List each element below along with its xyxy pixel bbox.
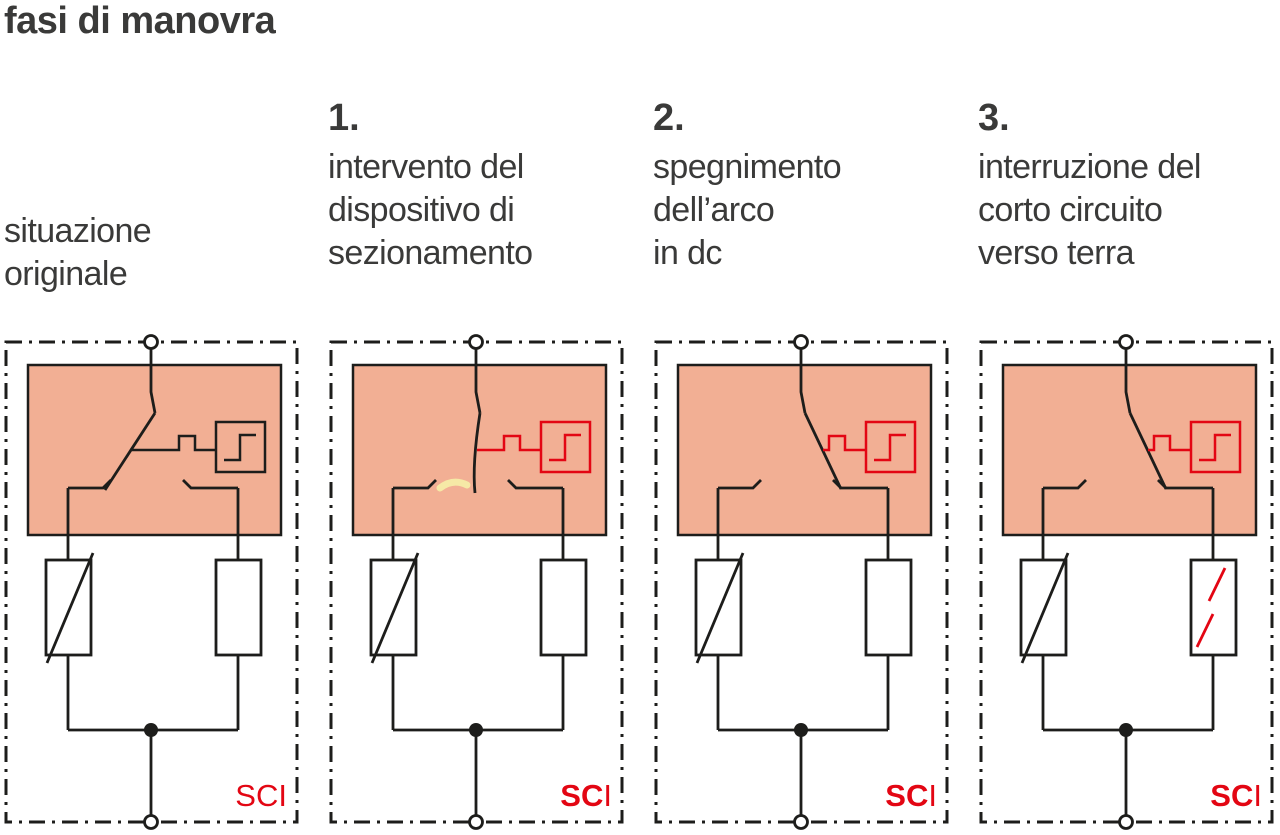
- panel-step-3-short-circuit-interruption: SCI: [978, 332, 1275, 832]
- panel-step-1-disconnector-trip: SCI: [328, 332, 625, 832]
- column-header-step-3: 3. interruzione del corto circuito verso…: [978, 96, 1201, 275]
- column-label: situazione originale: [4, 212, 152, 293]
- panel-original-situation: SCI: [3, 332, 300, 832]
- switch-contacts: [393, 479, 563, 490]
- junction-dot: [1119, 723, 1133, 737]
- disconnector-blade: [472, 412, 482, 494]
- trigger-link: [477, 434, 541, 452]
- trigger-step-symbol: [874, 433, 906, 462]
- sci-label: SCI: [885, 778, 937, 813]
- spark-gap: [1189, 558, 1238, 657]
- trigger-link: [1148, 434, 1191, 452]
- junction-dot: [794, 723, 808, 737]
- sci-label: SCI: [1210, 778, 1262, 813]
- column-number: 3.: [978, 97, 1010, 139]
- sci-label: SCI: [560, 778, 612, 813]
- varistor: [369, 558, 418, 657]
- trigger-step-symbol: [1199, 433, 1231, 462]
- varistor: [694, 558, 743, 657]
- column-number: 2.: [653, 97, 685, 139]
- spark-gap: [864, 558, 913, 657]
- sci-label: SCI: [235, 778, 287, 813]
- junction-dot: [469, 723, 483, 737]
- varistor-diagonal: [695, 552, 745, 664]
- circuit-svg: SCI: [654, 334, 949, 830]
- trigger-device: [864, 420, 917, 474]
- bottom-terminal: [468, 814, 484, 830]
- ground-bus: [718, 728, 888, 816]
- ground-bus: [393, 728, 563, 816]
- column-label: spegnimento dell’arco in dc: [653, 148, 842, 272]
- arc-flash: [436, 478, 471, 492]
- trigger-device: [539, 420, 592, 474]
- top-lead: [799, 348, 807, 414]
- spark-gap: [214, 558, 263, 657]
- trigger-step-symbol: [224, 433, 256, 462]
- panel-step-2-arc-extinction: SCI: [653, 332, 950, 832]
- disconnector-blade: [103, 412, 157, 491]
- trigger-link: [823, 434, 866, 452]
- gap-interruption-marks: [1195, 567, 1227, 648]
- column-label: interruzione del corto circuito verso te…: [978, 148, 1201, 272]
- top-lead: [149, 348, 157, 414]
- circuit-svg: SCI: [979, 334, 1274, 830]
- junction-dot: [144, 723, 158, 737]
- top-terminal: [1118, 334, 1134, 350]
- varistor: [1019, 558, 1068, 657]
- circuit-svg: SCI: [329, 334, 624, 830]
- column-label: intervento del dispositivo di sezionamen…: [328, 148, 533, 272]
- bottom-terminal: [143, 814, 159, 830]
- device-housing: [676, 363, 933, 537]
- varistor: [44, 558, 93, 657]
- varistor-diagonal: [370, 552, 420, 664]
- ground-bus: [68, 728, 238, 816]
- top-lead: [1124, 348, 1132, 414]
- top-terminal: [468, 334, 484, 350]
- top-lead: [474, 348, 482, 414]
- bottom-terminal: [1118, 814, 1134, 830]
- device-housing: [1001, 363, 1258, 537]
- column-header-original-situation: situazione originale: [4, 210, 152, 296]
- column-header-step-1: 1. intervento del dispositivo di seziona…: [328, 96, 533, 275]
- column-header-step-2: 2. spegnimento dell’arco in dc: [653, 96, 842, 275]
- trigger-device: [214, 420, 267, 474]
- top-terminal: [793, 334, 809, 350]
- trigger-step-symbol: [549, 433, 581, 462]
- circuit-svg: SCI: [4, 334, 299, 830]
- varistor-diagonal: [45, 552, 95, 664]
- bottom-terminal: [793, 814, 809, 830]
- ground-bus: [1043, 728, 1213, 816]
- top-terminal: [143, 334, 159, 350]
- trigger-link: [130, 434, 216, 452]
- varistor-diagonal: [1020, 552, 1070, 664]
- trigger-device: [1189, 420, 1242, 474]
- column-number: 1.: [328, 97, 360, 139]
- spark-gap: [539, 558, 588, 657]
- page-title: fasi di manovra: [4, 0, 276, 42]
